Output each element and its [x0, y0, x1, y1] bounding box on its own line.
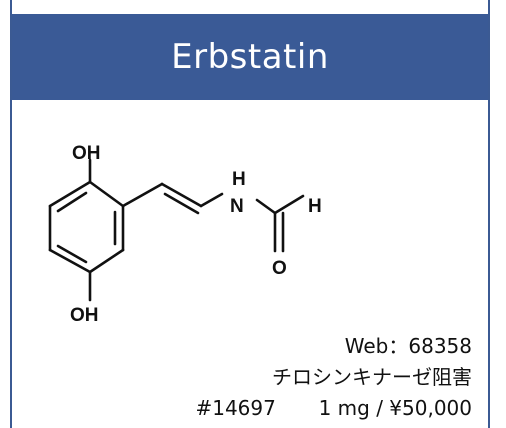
category-label: チロシンキナーゼ阻害: [272, 365, 472, 389]
bond-c-h: [273, 194, 305, 215]
bond-n-c: [255, 198, 277, 215]
chemical-structure: OH OH H N H O: [48, 143, 322, 326]
atom-o: O: [272, 258, 287, 279]
web-code: Web：68358: [344, 334, 472, 358]
ring-double-bond-3: [56, 191, 88, 213]
product-card: Erbstatin O: [10, 0, 490, 428]
bond-vinyl-double-a: [160, 182, 203, 208]
bond-vinyl-double-b: [163, 192, 200, 215]
atom-aldehyde-h: H: [308, 196, 322, 217]
ring-bond-6: [48, 180, 92, 208]
atom-oh-bottom: OH: [70, 305, 99, 326]
bond-vinyl-n: [199, 192, 224, 208]
ring-bond-4: [48, 248, 92, 274]
atom-oh-top: OH: [72, 143, 101, 164]
title-banner: Erbstatin: [12, 14, 488, 100]
ring-bond-3: [88, 248, 125, 274]
atom-nh-h: H: [232, 169, 246, 190]
bond-ring-vinyl: [121, 182, 164, 208]
ring-bond-1: [88, 180, 125, 208]
catalog-price-line: #14697 1 mg / ¥50,000: [195, 393, 472, 424]
compound-name: Erbstatin: [171, 37, 329, 77]
product-info: Web：68358 チロシンキナーゼ阻害 #14697 1 mg / ¥50,0…: [195, 331, 472, 424]
catalog-number: #14697: [195, 396, 276, 420]
frame-tick-right: [488, 0, 490, 10]
price: 1 mg / ¥50,000: [318, 396, 472, 420]
ring-double-bond-2: [56, 244, 88, 264]
atom-n: N: [230, 196, 244, 217]
frame-tick-left: [10, 0, 12, 10]
